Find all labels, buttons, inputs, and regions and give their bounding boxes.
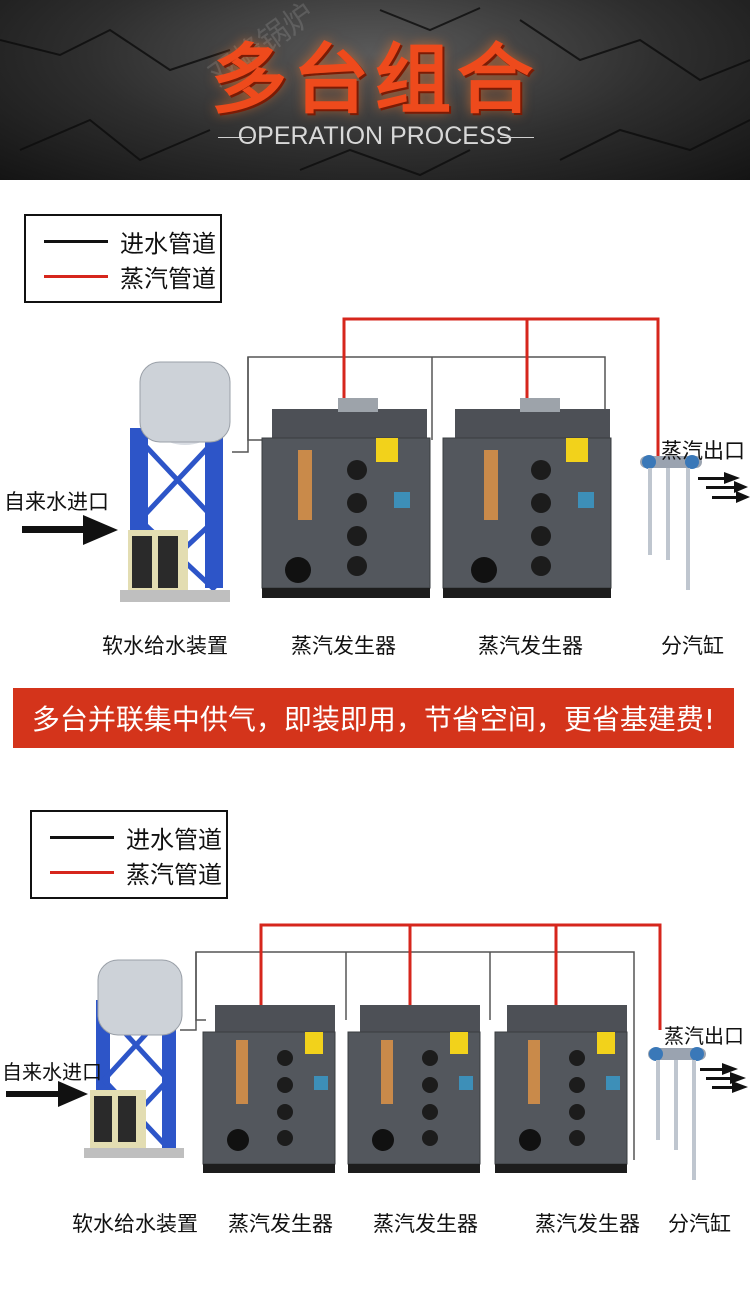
generator-label-1a: 蒸汽发生器 bbox=[291, 634, 396, 658]
legend-box-2: 进水管道 蒸汽管道 bbox=[30, 810, 228, 899]
outlet-label-1: 蒸汽出口 bbox=[661, 439, 745, 463]
steam-generator-2b bbox=[347, 1005, 481, 1173]
generator-label-2c: 蒸汽发生器 bbox=[535, 1212, 640, 1236]
diagram2-steam-pipes bbox=[259, 923, 662, 1030]
cracked-texture bbox=[0, 7, 750, 177]
legend-water-label-2: 进水管道 bbox=[126, 825, 222, 854]
legend-water-2: 进水管道 bbox=[50, 822, 222, 854]
softener-label-2: 软水给水装置 bbox=[72, 1212, 198, 1236]
legend-steam-2: 蒸汽管道 bbox=[50, 857, 222, 889]
outlet-arrows-1 bbox=[698, 472, 750, 503]
inlet-arrow-1 bbox=[22, 515, 118, 545]
generator-label-2a: 蒸汽发生器 bbox=[228, 1212, 333, 1236]
steam-generator-2c bbox=[494, 1005, 628, 1173]
softener-unit-1 bbox=[120, 361, 231, 602]
legend-water: 进水管道 bbox=[44, 226, 216, 258]
legend-steam-label: 蒸汽管道 bbox=[120, 264, 216, 293]
page-subtitle: OPERATION PROCESS bbox=[237, 122, 513, 150]
legend-steam: 蒸汽管道 bbox=[44, 261, 216, 293]
legend-steam-label-2: 蒸汽管道 bbox=[126, 860, 222, 889]
softener-label-1: 软水给水装置 bbox=[102, 634, 228, 658]
page-title: 多台组合 bbox=[211, 35, 539, 124]
inlet-label-1: 自来水进口 bbox=[4, 490, 109, 514]
legend-water-line-2 bbox=[50, 835, 114, 839]
title-divider-right bbox=[500, 137, 534, 138]
promo-banner: 多台并联集中供气，即装即用，节省空间，更省基建费! bbox=[13, 688, 734, 748]
inlet-arrow-2 bbox=[6, 1081, 88, 1107]
diagram1-steam-pipes bbox=[342, 317, 660, 458]
header-label-1: 分汽缸 bbox=[661, 634, 724, 658]
legend-steam-line bbox=[44, 274, 108, 278]
legend-steam-line-2 bbox=[50, 870, 114, 874]
inlet-label-2: 自来水进口 bbox=[2, 1060, 102, 1084]
outlet-label-2: 蒸汽出口 bbox=[664, 1024, 744, 1048]
steam-generator-1a bbox=[261, 398, 431, 598]
softener-unit-2 bbox=[84, 959, 184, 1158]
outlet-arrows-2 bbox=[700, 1063, 748, 1093]
legend-box: 进水管道 蒸汽管道 bbox=[24, 214, 222, 303]
generator-label-2b: 蒸汽发生器 bbox=[373, 1212, 478, 1236]
legend-water-label: 进水管道 bbox=[120, 229, 216, 258]
legend-water-line bbox=[44, 239, 108, 243]
steam-generator-2a bbox=[202, 1005, 336, 1173]
generator-label-1b: 蒸汽发生器 bbox=[478, 634, 583, 658]
diagram2-water-pipes bbox=[180, 951, 635, 1160]
header-banner: 双峰锅炉 多台组合 OPERATION PROCESS bbox=[0, 0, 750, 180]
steam-generator-1b bbox=[442, 398, 612, 598]
steam-header-1 bbox=[640, 455, 702, 590]
steam-header-2 bbox=[648, 1047, 706, 1180]
title-divider-left bbox=[218, 137, 252, 138]
diagram1-graphic bbox=[22, 317, 750, 602]
header-label-2: 分汽缸 bbox=[668, 1212, 731, 1236]
